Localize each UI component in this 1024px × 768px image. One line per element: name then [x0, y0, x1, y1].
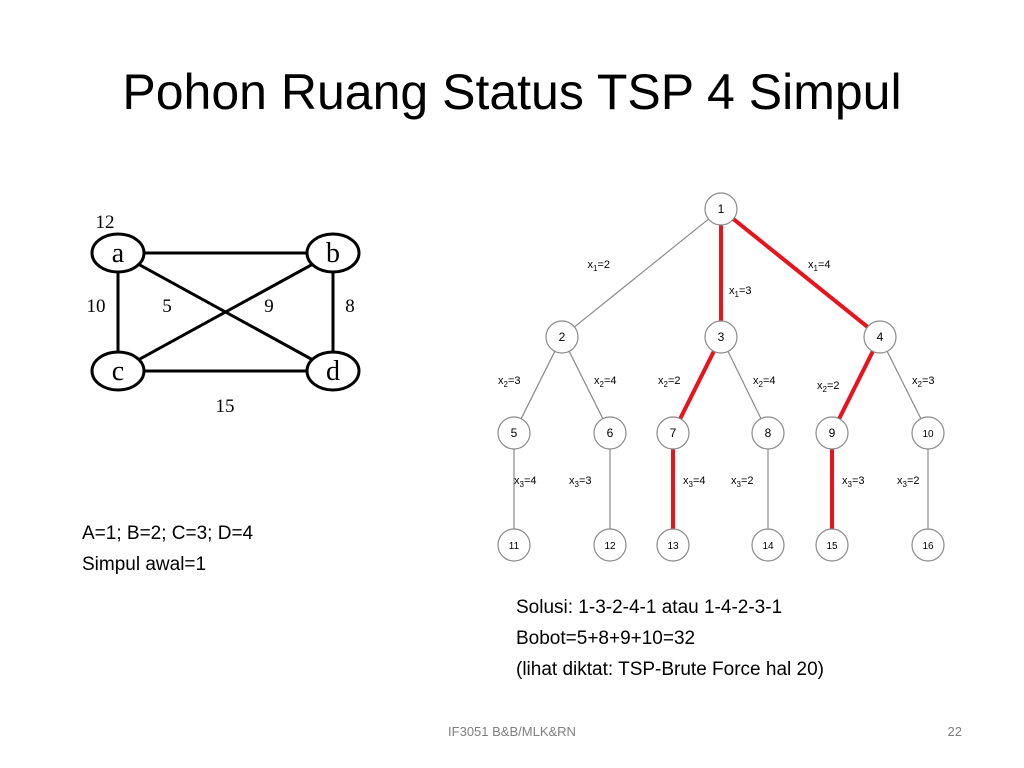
footer-page-number: 22 — [947, 724, 962, 739]
tree-node-label: 12 — [604, 541, 616, 552]
tree-node-label: 3 — [718, 330, 725, 344]
tree-node-label: 2 — [559, 330, 566, 344]
tree-node-label: 13 — [667, 541, 679, 552]
tree-node-6 — [593, 416, 627, 450]
graph-edge-weight: 8 — [345, 296, 355, 317]
mapping-text: A=1; B=2; C=3; D=4 — [82, 523, 254, 544]
graph-node-a — [90, 232, 146, 274]
graph-edge-weight: 15 — [216, 396, 235, 417]
tree-node-4 — [863, 320, 897, 354]
graph-edge-weight: 10 — [87, 296, 106, 317]
tree-node-label: 9 — [829, 426, 836, 440]
graph-node-label: a — [112, 238, 125, 269]
tree-edge-1-2 — [574, 218, 709, 328]
tree-edge-label: x2=3 — [498, 375, 521, 389]
tree-edge-3-8 — [727, 351, 762, 419]
graph-node-label: c — [112, 356, 124, 387]
graph-node-label: b — [326, 238, 340, 269]
tree-edge-label: x2=2 — [817, 380, 840, 394]
tree-edge-label: x1=2 — [588, 259, 611, 273]
graph-node-label: d — [326, 356, 340, 387]
tree-edge-1-4 — [732, 217, 869, 329]
tree-edge-label: x3=4 — [514, 475, 537, 489]
tree-edge-label: x2=4 — [594, 375, 617, 389]
tree-edge-label: x3=4 — [683, 475, 706, 489]
tree-node-5 — [497, 416, 531, 450]
tree-node-1 — [704, 192, 738, 226]
weight-line: Bobot=5+8+9+10=32 — [516, 628, 696, 649]
tree-node-label: 5 — [511, 426, 518, 440]
node-mapping-note: A=1; B=2; C=3; D=4 Simpul awal=1 — [82, 518, 253, 580]
tree-node-label: 7 — [670, 426, 677, 440]
tsp-graph: a b c d 12 10 5 9 8 15 — [87, 212, 361, 417]
tree-node-8 — [751, 416, 785, 450]
graph-node-d — [305, 350, 361, 392]
tree-node-13 — [656, 528, 690, 562]
tree-edge-label: x3=2 — [731, 475, 754, 489]
tree-edge-label: x1=3 — [729, 285, 752, 299]
tree-node-7 — [656, 416, 690, 450]
tree-node-2 — [545, 320, 579, 354]
tree-edge-label: x1=4 — [808, 259, 831, 273]
graph-edge-weight: 9 — [264, 296, 274, 317]
tree-node-label: 10 — [922, 429, 934, 440]
footer-course: IF3051 B&B/MLK&RN — [448, 724, 576, 739]
graph-edge-bc — [117, 251, 334, 373]
tree-edge-3-7 — [678, 350, 716, 420]
tree-node-16 — [911, 528, 945, 562]
tree-edge-4-9 — [837, 350, 875, 420]
tree-node-10 — [911, 416, 945, 450]
tree-node-14 — [751, 528, 785, 562]
start-node-text: Simpul awal=1 — [82, 554, 207, 575]
solution-line: Solusi: 1-3-2-4-1 atau 1-4-2-3-1 — [516, 597, 783, 618]
tree-node-label: 4 — [877, 330, 884, 344]
tree-edge-label: x2=2 — [658, 375, 681, 389]
tree-node-label: 1 — [718, 202, 725, 216]
tree-node-label: 6 — [607, 426, 614, 440]
graph-node-c — [90, 350, 146, 392]
tree-node-label: 14 — [762, 541, 774, 552]
tree-edge-label: x3=2 — [897, 475, 920, 489]
tree-node-label: 8 — [765, 426, 772, 440]
tree-node-label: 16 — [922, 541, 934, 552]
tree-edge-4-10 — [886, 351, 922, 419]
tree-edge-label: x3=3 — [842, 475, 865, 489]
tree-node-15 — [815, 528, 849, 562]
tree-node-label: 15 — [826, 541, 838, 552]
slide-title: Pohon Ruang Status TSP 4 Simpul — [122, 64, 902, 120]
solution-note: Solusi: 1-3-2-4-1 atau 1-4-2-3-1 Bobot=5… — [516, 592, 824, 685]
tree-edge-2-5 — [520, 351, 556, 419]
tree-edge-label: x2=4 — [753, 375, 776, 389]
tree-node-label: 11 — [509, 541, 520, 552]
tree-node-12 — [593, 528, 627, 562]
graph-node-b — [305, 232, 361, 274]
reference-line: (lihat diktat: TSP-Brute Force hal 20) — [516, 659, 824, 680]
tree-node-9 — [815, 416, 849, 450]
tree-edge-2-6 — [568, 351, 604, 419]
tree-edge-label: x2=3 — [912, 375, 935, 389]
tree-node-3 — [704, 320, 738, 354]
graph-edge-weight: 5 — [162, 296, 172, 317]
tree-edge-label: x3=3 — [569, 475, 592, 489]
graph-edge-weight: 12 — [96, 212, 115, 233]
tree-node-11 — [497, 528, 531, 562]
